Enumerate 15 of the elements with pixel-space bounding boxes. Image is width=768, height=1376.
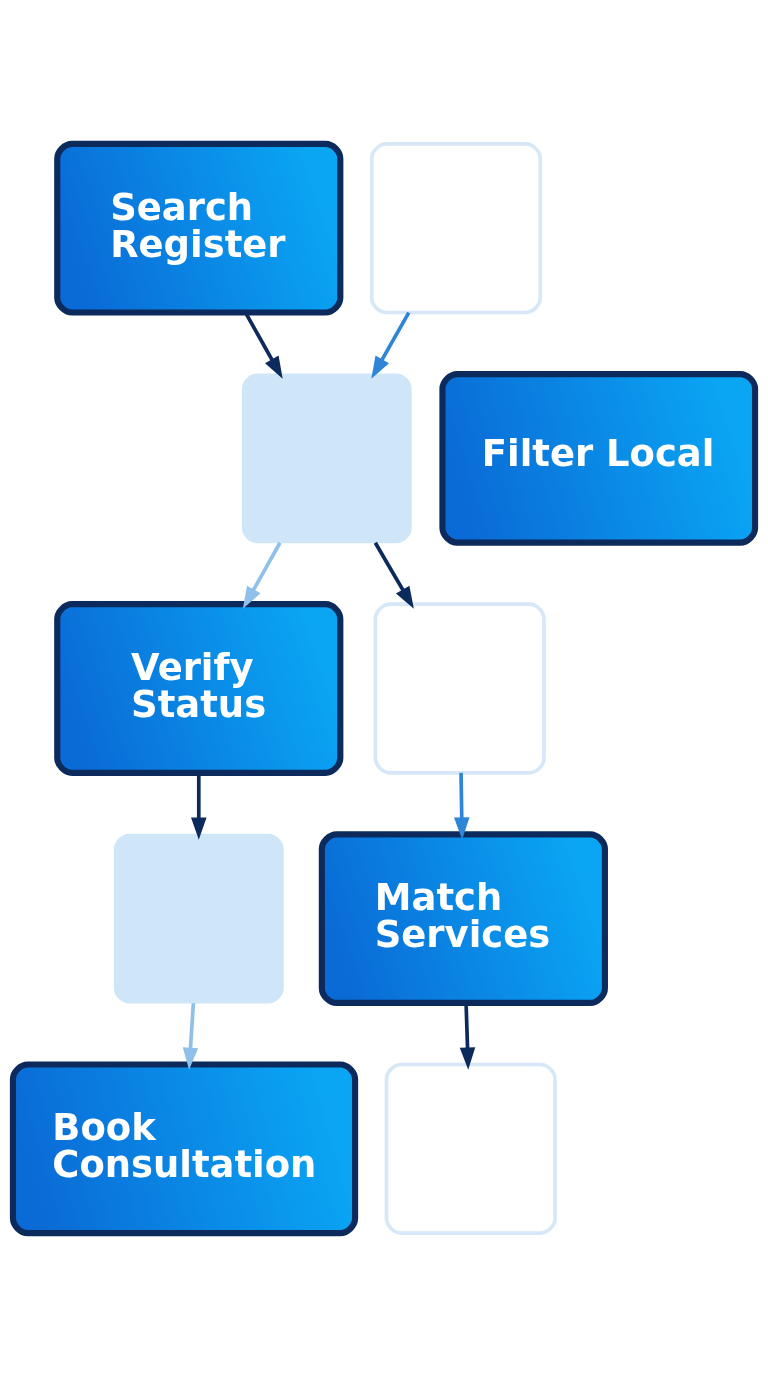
node-box <box>369 141 543 314</box>
node-box <box>241 372 412 543</box>
node-box <box>373 601 546 775</box>
node-box <box>113 833 284 1004</box>
arrow <box>182 1002 199 1070</box>
node-box: Match Services <box>318 830 608 1006</box>
node-box: Filter Local <box>439 370 759 546</box>
node-box <box>384 1062 557 1235</box>
node-box: Search Register <box>54 140 344 316</box>
node-box: Verify Status <box>54 600 344 776</box>
arrow <box>242 541 282 609</box>
arrow <box>454 772 470 840</box>
arrow <box>371 311 411 379</box>
arrow <box>373 541 414 609</box>
node-box: Book Consultation <box>9 1060 359 1236</box>
